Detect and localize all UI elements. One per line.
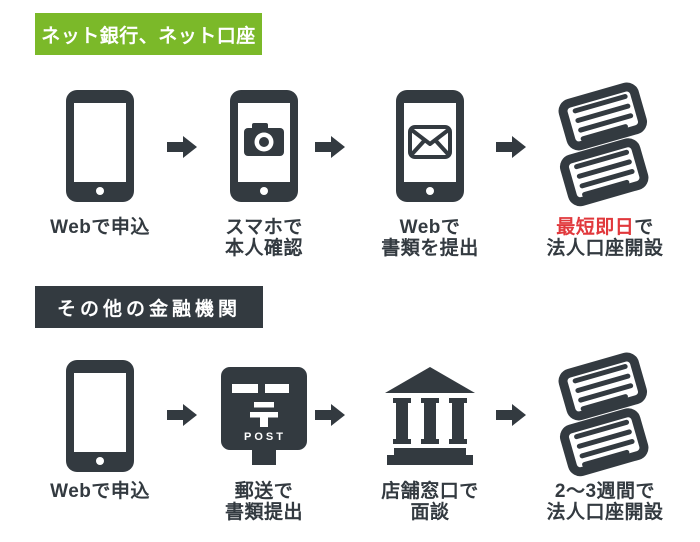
step-label: 2〜3週間で 法人口座開設 [546, 481, 664, 523]
step-smartphone-identity: スマホで 本人確認 [189, 85, 339, 259]
documents-icon [530, 352, 680, 477]
step-label: 店舗窓口で 面談 [381, 481, 479, 523]
section-header-other-banks: その他の金融機関 [35, 286, 263, 328]
smartphone-camera-icon [189, 85, 339, 207]
bank-icon [355, 355, 505, 477]
flow-row-net-bank: Webで申込 スマホで 本人確認 [0, 82, 700, 265]
arrow-right-icon [496, 404, 526, 426]
smartphone-icon [25, 355, 175, 477]
section-header-other-banks-label: その他の金融機関 [56, 298, 241, 320]
step-label: Webで 書類を提出 [381, 217, 479, 259]
step-label: Webで申込 [50, 481, 150, 502]
smartphone-mail-icon [355, 85, 505, 207]
step-web-submit-documents: Webで 書類を提出 [355, 85, 505, 259]
arrow-right-icon [496, 136, 526, 158]
arrow-right-icon [167, 136, 197, 158]
flow-row-other-banks: Webで申込 POST 郵送で 書類提出 [0, 352, 700, 535]
step-account-opened-weeks: 2〜3週間で 法人口座開設 [530, 352, 680, 523]
step-label: Webで申込 [50, 217, 150, 238]
smartphone-icon [25, 85, 175, 207]
step-label: 最短即日で 法人口座開設 [546, 217, 664, 259]
postbox-icon: POST [189, 355, 339, 477]
highlight-text: 最短即日 [556, 217, 635, 238]
step-branch-interview: 店舗窓口で 面談 [355, 355, 505, 523]
section-header-net-bank: ネット銀行、ネット口座 [35, 13, 262, 55]
step-mail-documents: POST 郵送で 書類提出 [189, 355, 339, 523]
step-account-opened-same-day: 最短即日で 法人口座開設 [530, 82, 680, 259]
arrow-right-icon [315, 404, 345, 426]
documents-icon [530, 82, 680, 207]
post-label: POST [244, 431, 286, 443]
step-web-apply: Webで申込 [25, 85, 175, 238]
step-label: スマホで 本人確認 [224, 217, 303, 259]
arrow-right-icon [315, 136, 345, 158]
arrow-right-icon [167, 404, 197, 426]
step-web-apply: Webで申込 [25, 355, 175, 502]
step-label: 郵送で 書類提出 [224, 481, 303, 523]
section-header-net-bank-label: ネット銀行、ネット口座 [41, 25, 256, 47]
